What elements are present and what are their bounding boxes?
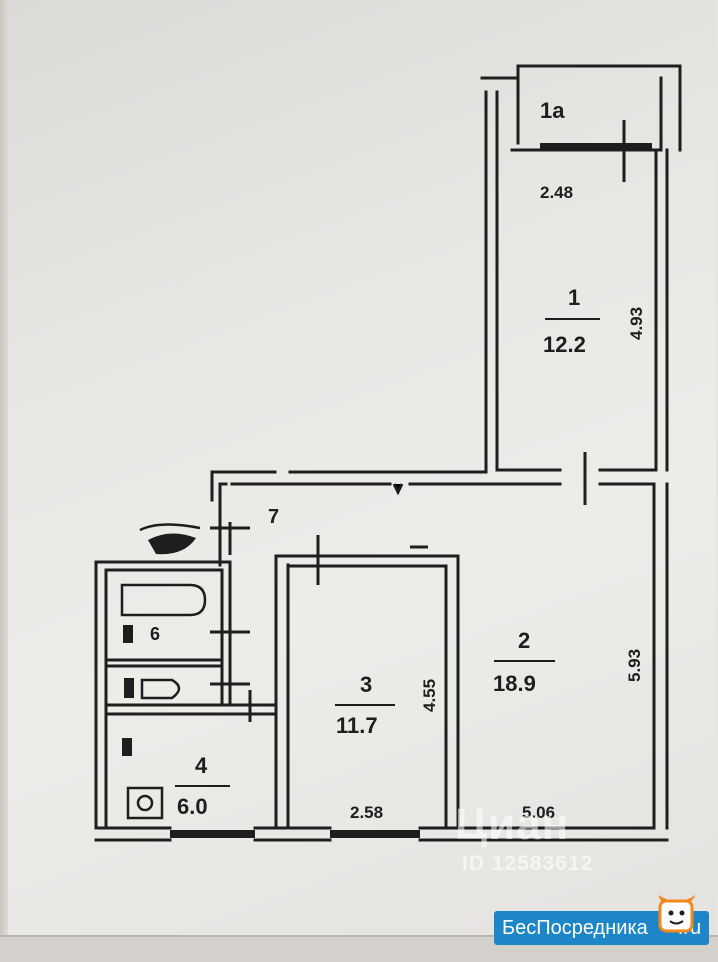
room-4-area: 6.0 bbox=[177, 794, 208, 819]
dim-r1-length: 4.93 bbox=[627, 307, 646, 340]
labels: 1а 2.48 1 12.2 4.93 7 6 2 18.9 5.93 5.06… bbox=[150, 98, 646, 822]
stove-icon bbox=[126, 786, 164, 820]
logo-brand-main: БесПосредника bbox=[502, 917, 648, 939]
bath-block bbox=[94, 560, 232, 830]
vent-icon bbox=[148, 533, 196, 555]
cian-watermark: Циан bbox=[455, 800, 570, 849]
fixtures bbox=[120, 523, 207, 820]
dim-r2-length: 5.93 bbox=[625, 649, 644, 682]
room2-right-wall bbox=[652, 482, 669, 830]
walls bbox=[94, 64, 682, 842]
room-6-label: 6 bbox=[150, 624, 160, 644]
bottom-wall bbox=[94, 826, 669, 842]
toilet-tank-icon bbox=[124, 678, 134, 698]
room-1-area: 12.2 bbox=[543, 332, 586, 357]
logo-box: БесПосредника .ru bbox=[494, 911, 710, 945]
door-ticks bbox=[210, 120, 626, 722]
paper-edge bbox=[0, 0, 8, 960]
room-7-label: 7 bbox=[268, 506, 279, 528]
kitchen-sink-icon bbox=[122, 738, 132, 756]
corridor-top-wall bbox=[210, 470, 656, 486]
room-2-number: 2 bbox=[518, 628, 530, 653]
room1-left-wall bbox=[484, 90, 499, 472]
balcony-window bbox=[540, 143, 652, 151]
room-2-area: 18.9 bbox=[493, 671, 536, 696]
room-1-number: 1 bbox=[568, 285, 580, 310]
room-4-number: 4 bbox=[195, 753, 208, 778]
balcony-outline bbox=[480, 64, 682, 152]
dim-r3-width: 2.58 bbox=[350, 803, 383, 822]
room-1a-label: 1а bbox=[540, 98, 565, 123]
room3-walls bbox=[274, 554, 460, 830]
listing-id-watermark: ID 12583612 bbox=[462, 852, 594, 875]
bezposrednika-logo[interactable]: БесПосредника .ru bbox=[494, 910, 710, 946]
paper-sheet bbox=[4, 0, 716, 960]
dim-r1-width: 2.48 bbox=[540, 183, 573, 202]
room-3-area: 11.7 bbox=[336, 713, 378, 738]
toilet-bowl-icon bbox=[140, 678, 181, 700]
room1-right-wall bbox=[654, 148, 669, 472]
bath-sink-icon bbox=[123, 625, 133, 643]
mascot-icon bbox=[658, 895, 696, 933]
dim-r2-width: 5.06 bbox=[522, 803, 555, 822]
bathtub-icon bbox=[120, 583, 207, 617]
room-3-number: 3 bbox=[360, 672, 372, 697]
dim-r3-length: 4.55 bbox=[420, 679, 439, 712]
